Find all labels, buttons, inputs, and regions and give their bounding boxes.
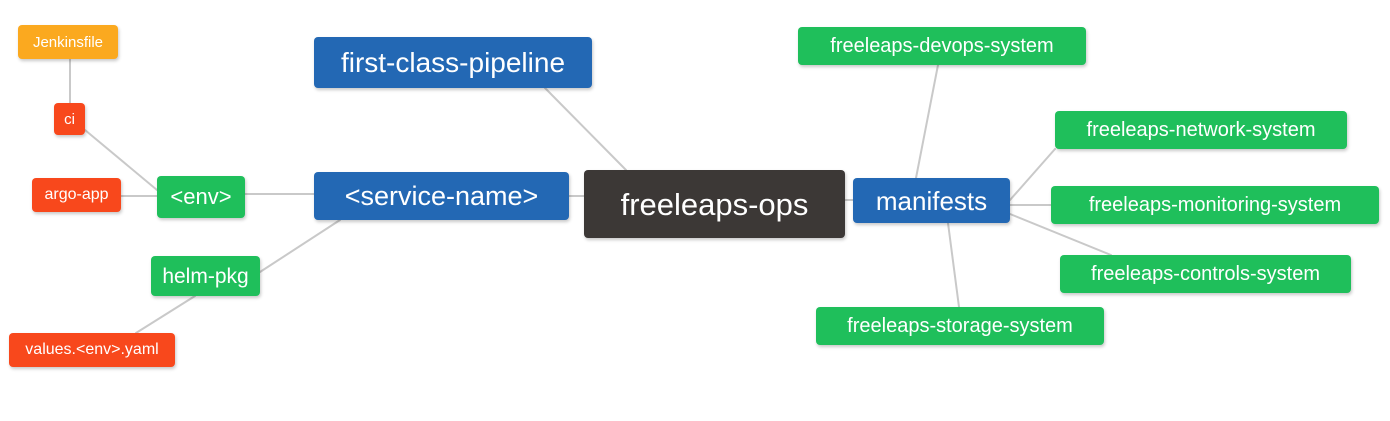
node-freeleaps-ops[interactable]: freeleaps-ops	[584, 170, 845, 238]
edge-ci-to-env	[84, 129, 158, 191]
node-label-freeleaps-ops: freeleaps-ops	[620, 186, 809, 222]
edge-helm-pkg-to-values-yaml	[135, 295, 196, 334]
node-service-name[interactable]: <service-name>	[314, 172, 569, 220]
node-network-system[interactable]: freeleaps-network-system	[1055, 111, 1347, 149]
node-label-controls-system: freeleaps-controls-system	[1091, 263, 1320, 285]
node-label-manifests: manifests	[875, 185, 988, 216]
edge-manifests-to-storage-system	[947, 222, 960, 308]
node-manifests[interactable]: manifests	[853, 178, 1010, 223]
node-ci[interactable]: ci	[54, 103, 85, 135]
node-env[interactable]: <env>	[157, 176, 245, 218]
node-label-storage-system: freeleaps-storage-system	[847, 315, 1073, 337]
node-values-yaml[interactable]: values.<env>.yaml	[9, 333, 175, 367]
node-label-helm-pkg: helm-pkg	[162, 264, 249, 288]
node-jenkinsfile[interactable]: Jenkinsfile	[18, 25, 118, 59]
node-label-ci: ci	[64, 110, 75, 128]
node-label-values-yaml: values.<env>.yaml	[25, 341, 159, 358]
node-label-service-name: <service-name>	[344, 180, 539, 211]
node-storage-system[interactable]: freeleaps-storage-system	[816, 307, 1104, 345]
node-label-jenkinsfile: Jenkinsfile	[32, 33, 104, 51]
edge-first-class-pipeline-to-freeleaps-ops	[544, 87, 627, 171]
node-devops-system[interactable]: freeleaps-devops-system	[798, 27, 1086, 65]
node-label-env: <env>	[170, 184, 232, 209]
node-argo-app[interactable]: argo-app	[32, 178, 121, 212]
edge-manifests-to-controls-system	[1009, 213, 1112, 256]
edge-service-name-to-helm-pkg	[259, 219, 341, 273]
node-helm-pkg[interactable]: helm-pkg	[151, 256, 260, 296]
node-controls-system[interactable]: freeleaps-controls-system	[1060, 255, 1351, 293]
node-label-network-system: freeleaps-network-system	[1086, 119, 1316, 141]
node-monitoring-system[interactable]: freeleaps-monitoring-system	[1051, 186, 1379, 224]
edge-manifests-to-network-system	[1009, 148, 1056, 201]
edge-manifests-to-devops-system	[915, 64, 939, 179]
node-first-class-pipeline[interactable]: first-class-pipeline	[314, 37, 592, 88]
node-label-first-class-pipeline: first-class-pipeline	[340, 46, 566, 78]
node-label-argo-app: argo-app	[44, 186, 109, 203]
node-label-monitoring-system: freeleaps-monitoring-system	[1088, 194, 1342, 216]
node-label-devops-system: freeleaps-devops-system	[830, 35, 1054, 57]
